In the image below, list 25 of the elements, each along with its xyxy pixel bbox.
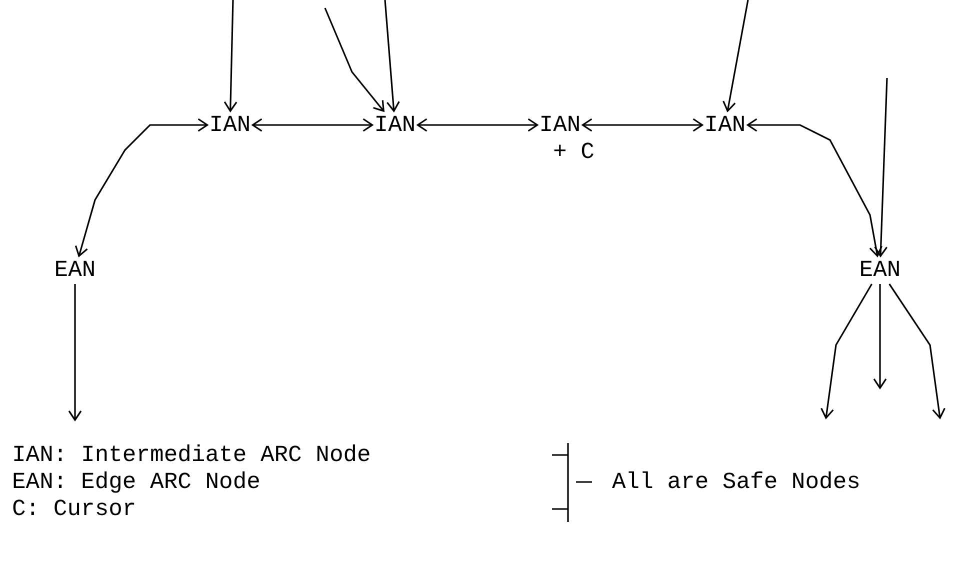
arrow — [224, 0, 238, 112]
arrow — [68, 284, 82, 421]
arrow — [582, 118, 704, 132]
arrow — [820, 284, 872, 419]
arrow — [384, 0, 400, 112]
arrow — [888, 284, 946, 419]
arrow — [324, 8, 384, 112]
node-label: IAN — [374, 112, 416, 138]
arrow — [416, 118, 538, 132]
node-label: EAN — [54, 257, 96, 283]
arrow — [873, 284, 887, 389]
arrow — [746, 118, 883, 257]
legend-text: EAN: Edge ARC Node — [12, 469, 260, 495]
legend-text: IAN: Intermediate ARC Node — [12, 442, 371, 468]
node-label: IAN — [704, 112, 746, 138]
legend-text: C: Cursor — [12, 496, 136, 522]
arrow — [74, 118, 208, 257]
node-label: IAN — [209, 112, 251, 138]
arrow — [722, 0, 749, 112]
arrow — [874, 78, 888, 257]
cursor-label: + C — [553, 139, 594, 165]
note-text: All are Safe Nodes — [612, 469, 860, 495]
node-label: IAN — [539, 112, 581, 138]
arrow — [252, 118, 374, 132]
node-label: EAN — [859, 257, 901, 283]
